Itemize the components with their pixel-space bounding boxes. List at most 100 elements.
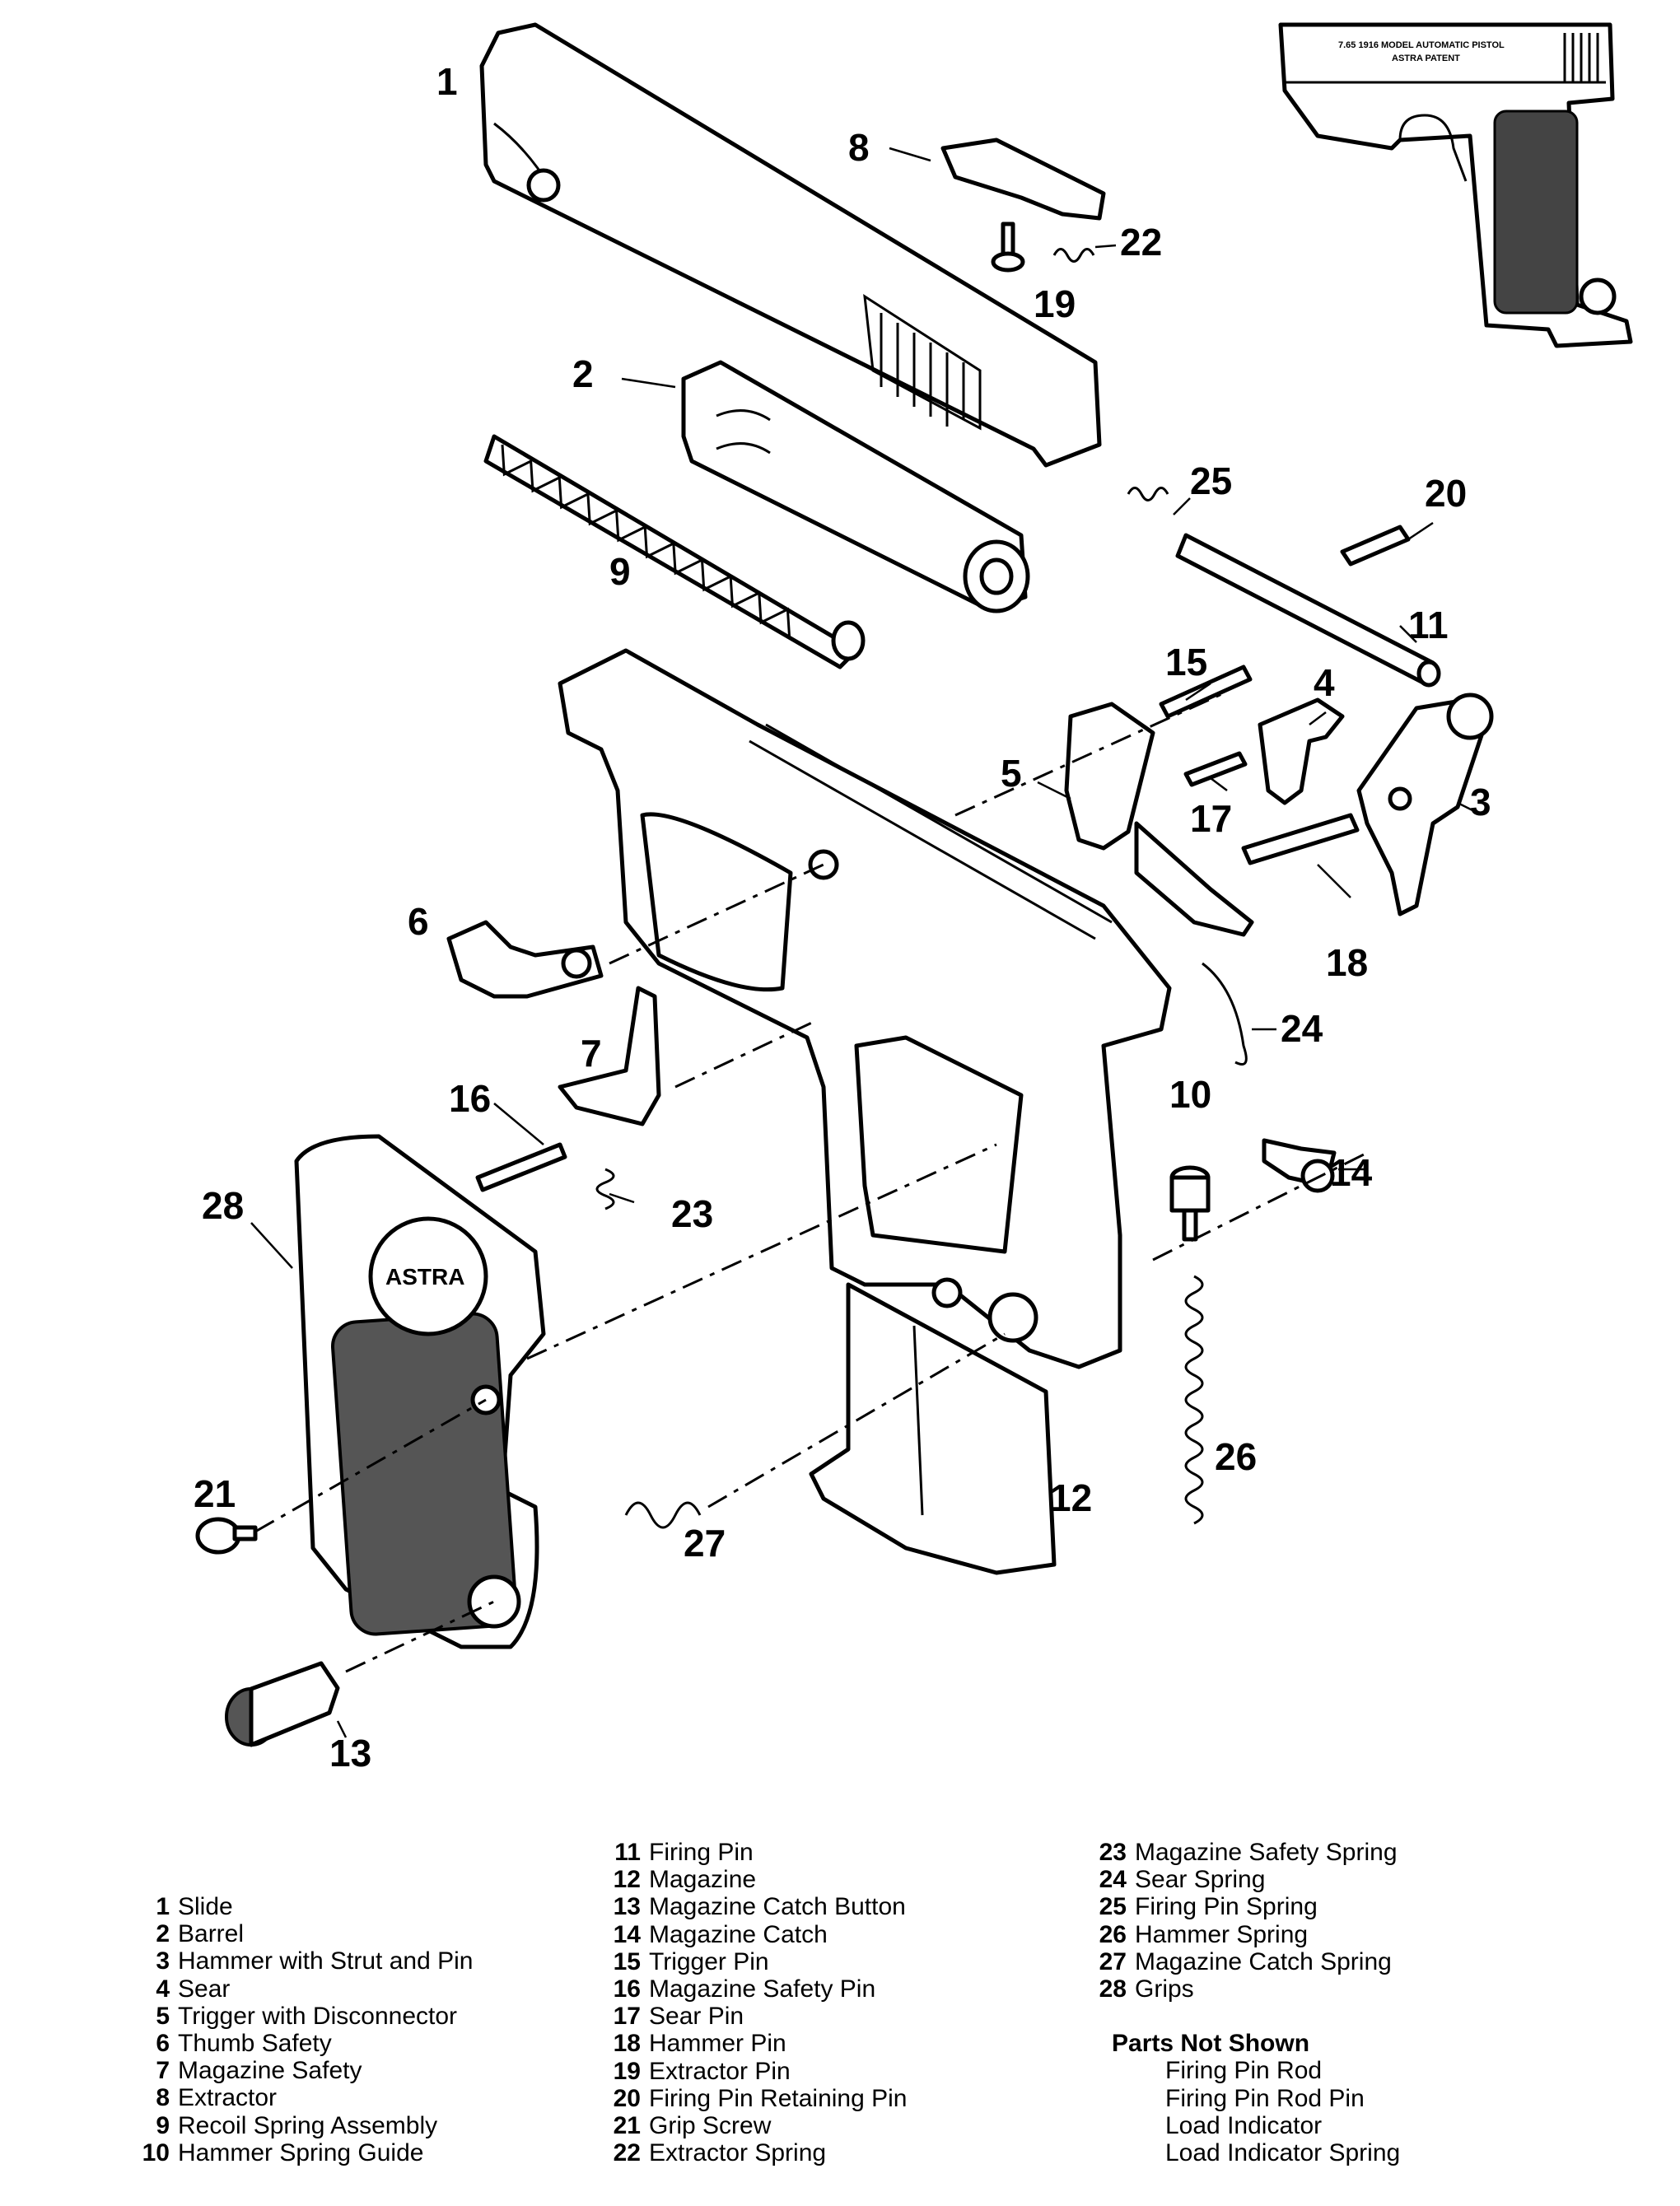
grip-screw-part [195,1517,258,1555]
callout-8: 8 [848,126,870,169]
hammer-pin-part [1241,813,1360,865]
recoil-spring-part [483,434,866,669]
callout-20: 20 [1425,472,1467,515]
extractor-part [940,138,1106,221]
magazine-part [809,1282,1057,1575]
parts-not-shown-item: Load Indicator [1165,2111,1323,2139]
hammer-part [1356,693,1494,916]
callout-2: 2 [572,352,594,395]
sear-part [1258,697,1345,805]
callout-7: 7 [581,1032,602,1075]
callout-1: 1 [436,60,458,103]
callout-24: 24 [1281,1007,1323,1050]
callout-9: 9 [609,550,631,593]
callout-26: 26 [1215,1435,1257,1478]
frame-part [558,648,1172,1369]
callout-5: 5 [1001,752,1022,795]
callout-10: 10 [1169,1073,1211,1116]
sear-pin-part [1183,751,1248,787]
grip-medallion-text: ASTRA [385,1264,464,1290]
inset-stamp-line1: 7.65 1916 MODEL AUTOMATIC PISTOL [1338,40,1505,50]
assembly-lines [254,690,1368,1673]
callout-27: 27 [684,1522,726,1565]
parts-not-shown-heading: Parts Not Shown [1112,2030,1310,2058]
extractor-pin-part [991,222,1025,273]
grips-part: ASTRA [294,1134,546,1649]
callout-13: 13 [329,1732,371,1770]
callout-18: 18 [1326,941,1368,984]
callout-4: 4 [1314,661,1335,704]
callout-14: 14 [1330,1151,1373,1194]
inset-stamp-line2: ASTRA PATENT [1392,54,1460,63]
sear-spring-part [1202,962,1248,1066]
magazine-catch-spring-part [624,1501,702,1529]
slide-part [479,22,1102,468]
parts-not-shown-item: Firing Pin Rod [1165,2057,1323,2085]
hammer-spring-part [1184,1275,1204,1525]
exploded-view-diagram: 7.65 1916 MODEL AUTOMATIC PISTOL ASTRA P… [194,22,1633,1770]
callout-16: 16 [449,1077,491,1120]
extractor-spring-part [1052,248,1095,263]
hammer-spring-guide-part [1169,1165,1211,1242]
firing-pin-spring-part [1127,487,1169,501]
assembled-pistol-inset: 7.65 1916 MODEL AUTOMATIC PISTOL ASTRA P… [1278,22,1633,348]
callout-15: 15 [1165,641,1207,683]
firing-pin-part [1175,533,1441,688]
magazine-catch-part [1262,1138,1337,1193]
callout-23: 23 [671,1192,713,1235]
callout-19: 19 [1034,282,1076,325]
trigger-pin-part [1159,665,1253,719]
magazine-safety-spring-part [595,1168,615,1210]
callout-11: 11 [1408,604,1449,646]
leader-lines [250,147,1475,1738]
callout-28: 28 [202,1184,244,1227]
callout-6: 6 [408,900,429,943]
magazine-catch-button-part [225,1661,340,1747]
thumb-safety-part [446,920,604,999]
callout-22: 22 [1120,221,1162,264]
callout-21: 21 [194,1472,236,1515]
magazine-safety-pin-part [475,1142,567,1192]
callout-12: 12 [1050,1476,1092,1519]
callout-3: 3 [1470,781,1491,823]
barrel-part [681,360,1030,613]
magazine-safety-part [558,986,661,1126]
firing-pin-retaining-pin-part [1340,525,1411,567]
callout-17: 17 [1190,797,1232,840]
parts-not-shown-item: Load Indicator Spring [1165,2139,1401,2167]
callout-labels: 1 2 3 4 5 6 7 8 9 10 11 12 13 14 15 16 1… [194,60,1491,1770]
parts-not-shown-item: Firing Pin Rod Pin [1165,2084,1365,2112]
callout-25: 25 [1190,459,1232,502]
